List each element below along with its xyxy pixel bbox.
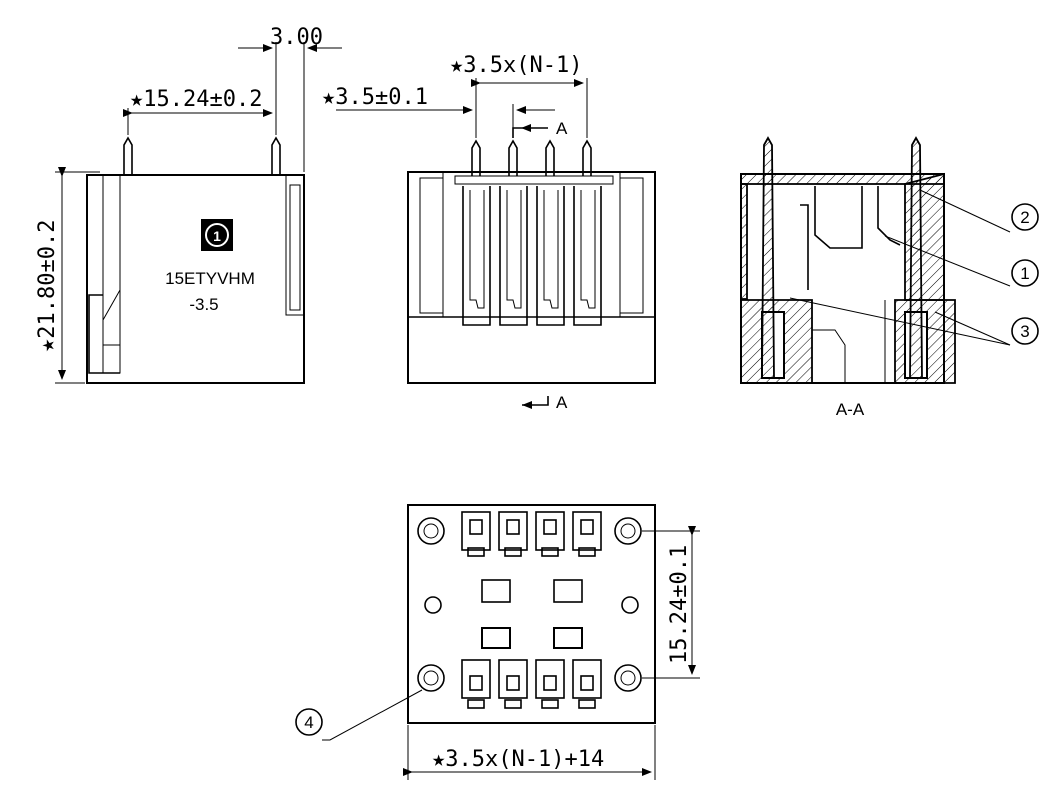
total-width-dimension: ★3.5x(N-1)+14 (432, 747, 604, 772)
side-view: 1 15ETYVHM -3.5 ★21.80±0.2 ★15.24±0.2 3.… (35, 25, 342, 384)
callout-1-label: 1 (1020, 264, 1029, 283)
height-dimension: ★21.80±0.2 (35, 220, 60, 352)
logo-number: 1 (213, 228, 221, 244)
contact-slots (462, 186, 602, 326)
callout-1 (1011, 259, 1039, 287)
front-view: A A ★3.5x(N-1) ★3.5±0.1 (322, 53, 656, 412)
pitch-series-dimension: ★3.5x(N-1) (450, 53, 582, 78)
row-spacing-bottom-dimension: 15.24±0.1 (667, 545, 692, 664)
callout-2-label: 2 (1020, 208, 1029, 227)
pitch-suffix-label: -3.5 (189, 295, 218, 314)
section-marker-bottom: A (556, 393, 568, 412)
row-spacing-dimension: ★15.24±0.2 (130, 87, 262, 112)
callout-2 (1011, 203, 1039, 231)
part-number-label: 15ETYVHM (165, 269, 255, 288)
callout-4 (295, 708, 323, 736)
section-marker-top: A (556, 119, 568, 138)
section-view: A-A 2 1 3 (740, 136, 1039, 419)
section-title: A-A (836, 400, 865, 419)
callout-4-label: 4 (304, 713, 313, 732)
callout-3-label: 3 (1020, 322, 1029, 341)
pitch-first-dimension: ★3.5±0.1 (322, 85, 428, 110)
bottom-view: 15.24±0.1 ★3.5x(N-1)+14 4 (295, 504, 700, 780)
pin-offset-dimension: 3.00 (270, 25, 323, 50)
callout-3 (1011, 317, 1039, 345)
